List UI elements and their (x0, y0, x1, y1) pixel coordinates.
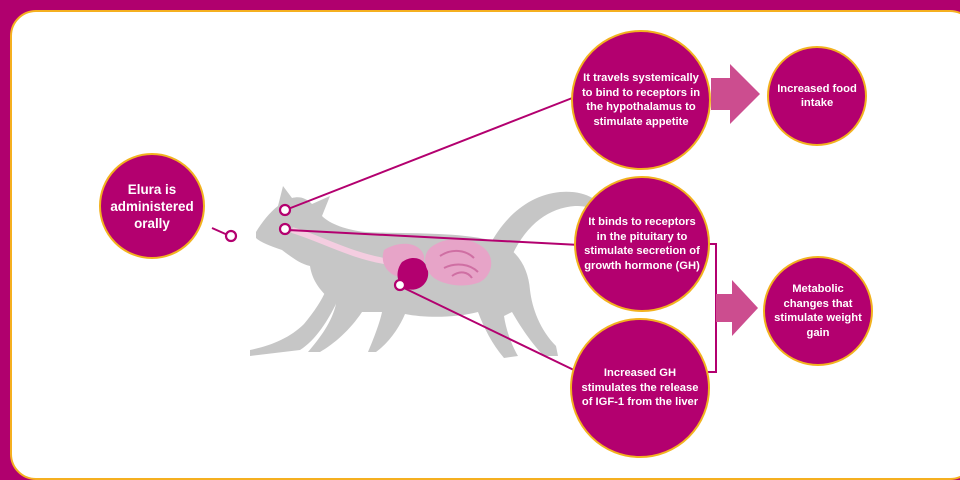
connector-hypothalamus (288, 95, 580, 209)
metabolic-text: Metabolic changes that stimulate weight … (765, 282, 871, 340)
bracket (708, 244, 716, 372)
flow-arrows (711, 64, 760, 336)
bubble-food-intake: Increased food intake (767, 46, 867, 146)
administered-text: Elura is administered orally (101, 181, 203, 232)
bubble-administered: Elura is administered orally (99, 153, 205, 259)
liver-text: Increased GH stimulates the release of I… (572, 366, 708, 410)
arrow-to-food-intake (711, 64, 760, 124)
intestines (425, 239, 491, 285)
arrow-to-metabolic (716, 280, 758, 336)
bubble-metabolic: Metabolic changes that stimulate weight … (763, 256, 873, 366)
hypothalamus-text: It travels systemically to bind to recep… (573, 71, 709, 129)
bubble-hypothalamus: It travels systemically to bind to recep… (571, 30, 711, 170)
point-mouth (226, 231, 236, 241)
bubble-liver: Increased GH stimulates the release of I… (570, 318, 710, 458)
food-intake-text: Increased food intake (769, 82, 865, 111)
point-pituitary (280, 224, 290, 234)
bubble-pituitary: It binds to receptors in the pituitary t… (574, 176, 710, 312)
point-hypothalamus (280, 205, 290, 215)
pituitary-text: It binds to receptors in the pituitary t… (576, 215, 708, 273)
point-liver (395, 280, 405, 290)
